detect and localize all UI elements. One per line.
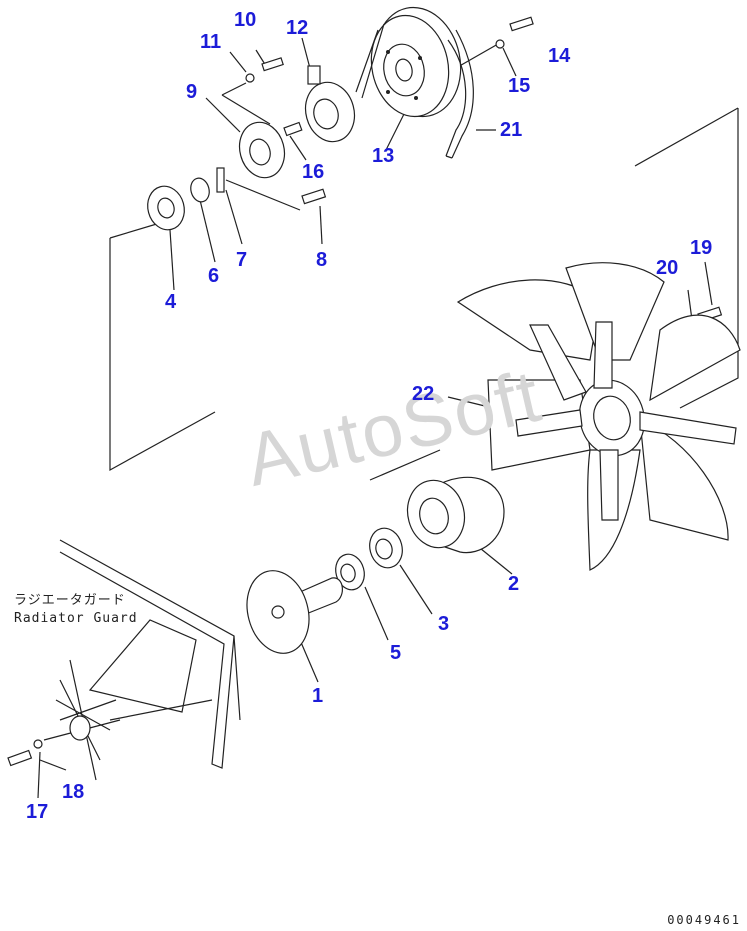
- bearings: [335, 527, 403, 591]
- callout-7[interactable]: 7: [236, 249, 248, 271]
- callout-2[interactable]: 2: [508, 573, 520, 595]
- callout-17[interactable]: 17: [26, 801, 49, 823]
- callout-3[interactable]: 3: [438, 613, 450, 635]
- flange-part: [238, 121, 286, 179]
- callout-21[interactable]: 21: [500, 119, 523, 141]
- fan-hub: [406, 476, 505, 554]
- radiator-guard: [43, 539, 241, 781]
- pulley-assembly: [355, 6, 474, 159]
- drawing-code: 00049461: [667, 913, 741, 927]
- callout-8[interactable]: 8: [316, 249, 328, 271]
- spacer-parts: [147, 167, 225, 231]
- callout-12[interactable]: 12: [286, 17, 309, 39]
- callout-19[interactable]: 19: [690, 237, 713, 259]
- callout-20[interactable]: 20: [656, 257, 679, 279]
- callout-13[interactable]: 13: [372, 145, 395, 167]
- callout-22[interactable]: 22: [412, 383, 435, 405]
- boundary-lines: [109, 107, 739, 472]
- callout-11[interactable]: 11: [200, 31, 222, 53]
- callout-15[interactable]: 15: [508, 75, 531, 97]
- callout-5[interactable]: 5: [390, 642, 402, 664]
- callout-9[interactable]: 9: [186, 81, 198, 103]
- callout-10[interactable]: 10: [234, 9, 257, 31]
- guard-fasteners: [7, 739, 43, 767]
- callout-14[interactable]: 14: [548, 45, 571, 67]
- damper-part: [304, 65, 356, 143]
- callout-4[interactable]: 4: [165, 291, 177, 313]
- fan-blades: [456, 262, 741, 571]
- radiator-guard-note: ラジエータガード Radiator Guard: [14, 592, 138, 627]
- callout-6[interactable]: 6: [208, 265, 220, 287]
- callout-1[interactable]: 1: [312, 685, 324, 707]
- callout-16[interactable]: 16: [302, 161, 325, 183]
- shaft-flange: [246, 570, 343, 654]
- callout-18[interactable]: 18: [62, 781, 85, 803]
- radiator-guard-label-en: Radiator Guard: [14, 610, 138, 626]
- radiator-guard-label-jp: ラジエータガード: [14, 593, 126, 608]
